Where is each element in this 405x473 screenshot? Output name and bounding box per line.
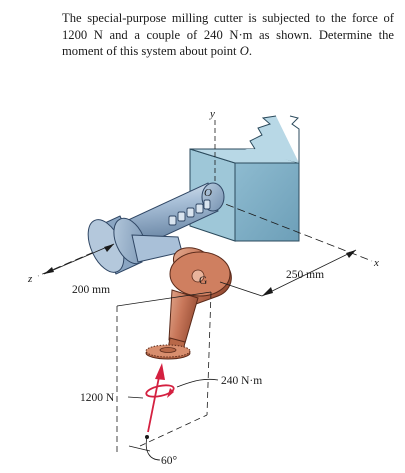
x-axis-label: x xyxy=(373,257,379,269)
force-label: 1200 N xyxy=(80,392,115,404)
point-g-label: G xyxy=(199,275,207,287)
dim-200mm-line xyxy=(43,243,115,275)
couple-arrow xyxy=(145,384,175,398)
couple-label: 240 N·m xyxy=(221,375,262,387)
y-axis-label: y xyxy=(209,108,215,120)
force-arrow xyxy=(147,363,165,433)
wall-block xyxy=(189,115,300,242)
angle-label: 60° xyxy=(161,455,178,467)
dim-200mm-label: 200 mm xyxy=(72,284,110,296)
shaft-slots xyxy=(168,199,211,226)
problem-text: The special-purpose milling cutter is su… xyxy=(62,11,394,59)
dim-250mm-line xyxy=(261,249,357,297)
problem-statement: The special-purpose milling cutter is su… xyxy=(62,10,394,60)
dimension-lines xyxy=(43,243,357,452)
problem-text-end: . xyxy=(248,44,252,59)
dimension-arrows xyxy=(44,244,356,296)
milling-cutter-wheel xyxy=(145,344,191,360)
z-axis-label: z xyxy=(27,273,33,285)
couple-arrowhead xyxy=(167,388,174,398)
x-axis-line xyxy=(214,199,373,262)
leader-lines xyxy=(127,378,219,461)
dim-250mm-label: 250 mm xyxy=(286,269,324,281)
shaft xyxy=(125,182,225,250)
point-o-label: O xyxy=(204,187,212,199)
point-o-symbol: O xyxy=(239,44,249,59)
cutter-arm xyxy=(167,247,232,353)
